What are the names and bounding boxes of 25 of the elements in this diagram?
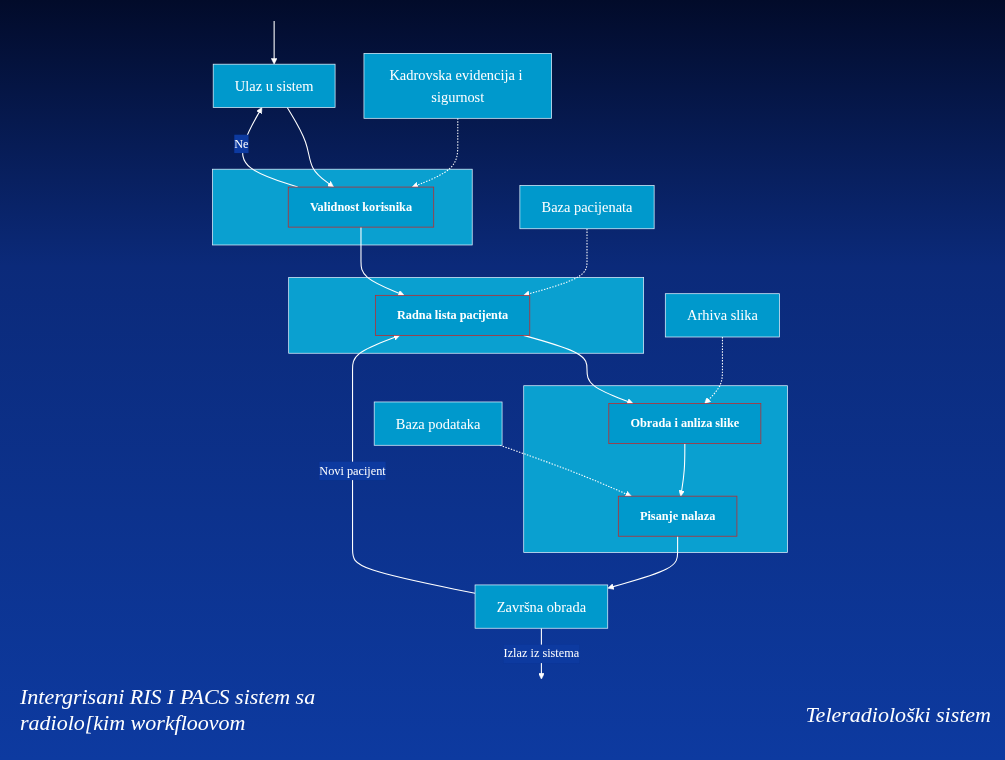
note-text: Intergrisani RIS I PACS sistem sa radiolo[kim workfloovom [20, 684, 317, 736]
arrow [352, 334, 476, 594]
node-box: Ulaz u sistem [212, 63, 336, 108]
edge-label: Ne [234, 136, 249, 151]
arrow [360, 226, 405, 297]
node-box: Radna lista pacijenta [375, 294, 531, 336]
node-box: Baza pacijenata [519, 185, 655, 230]
arrow [270, 20, 278, 65]
arrow [607, 535, 679, 590]
note-text: Teleradiološki sistem [805, 702, 991, 728]
edge-label: Izlaz iz sistema [503, 646, 580, 661]
node-box: Baza podataka [373, 401, 503, 446]
cluster [212, 168, 473, 246]
cluster [523, 385, 788, 553]
node-box: Arhiva slika [664, 293, 780, 338]
cluster [288, 277, 644, 354]
arrow [523, 228, 588, 297]
node-box: Validnost korisnika [287, 186, 435, 228]
arrow [286, 106, 334, 188]
arrow [678, 443, 686, 497]
node-box: Pisanje nalaza [617, 495, 738, 537]
edge-label: Novi pacijent [319, 463, 386, 478]
node-box: Obrada i anliza slike [608, 403, 762, 444]
node-box: Završna obrada [474, 584, 609, 629]
node-box: Kadrovska evidencija i sigurnost [363, 53, 552, 119]
